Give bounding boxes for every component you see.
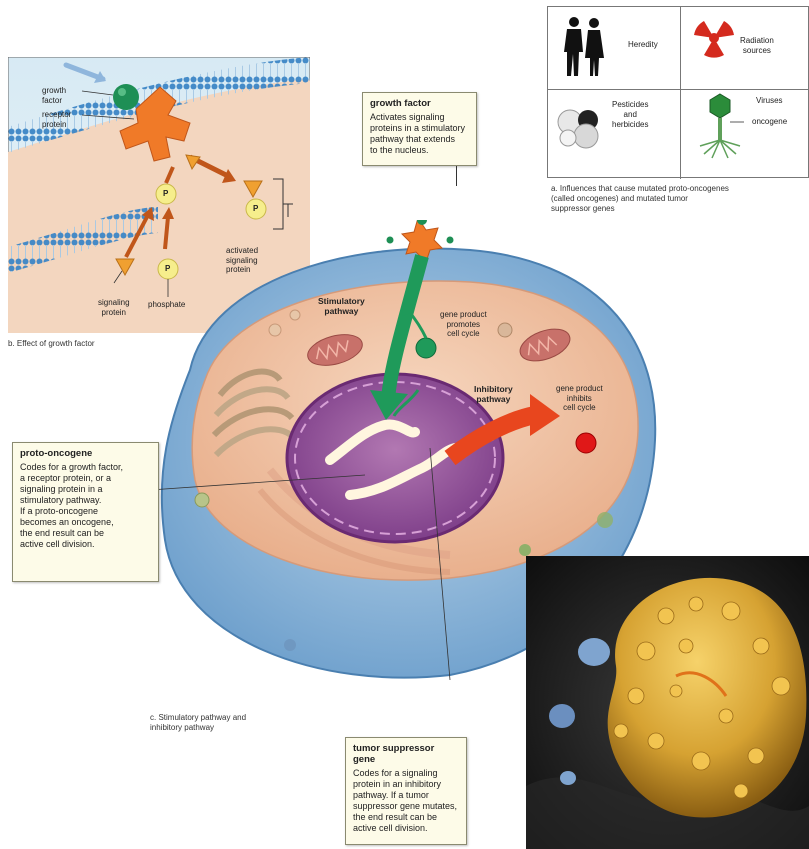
growth-factor-box-title: growth factor [370, 98, 469, 109]
label-signaling-protein: signaling protein [98, 298, 130, 317]
caption-panel-c: c. Stimulatory pathway and inhibitory pa… [150, 713, 246, 733]
phosphate-symbol-2: P [253, 204, 258, 214]
virus-icon [694, 92, 746, 162]
label-stimulatory-pathway: Stimulatory pathway [318, 296, 365, 316]
pesticide-icon [556, 104, 604, 152]
radiation-icon [692, 16, 736, 60]
proto-oncogene-box: proto-oncogene Codes for a growth factor… [12, 442, 159, 582]
phosphate-symbol-1: P [163, 189, 168, 199]
influence-pesticides-label: Pesticides and herbicides [612, 100, 648, 130]
label-growth-factor-b: growth factor [42, 86, 66, 105]
label-inhibitory-pathway: Inhibitory pathway [474, 384, 513, 404]
growth-factor-leader [456, 166, 457, 186]
growth-factor-box: growth factor Activates signaling protei… [362, 92, 477, 166]
people-icon [556, 14, 612, 78]
label-gene-product-promotes: gene product promotes cell cycle [440, 310, 487, 339]
caption-panel-b: b. Effect of growth factor [8, 339, 95, 349]
influence-radiation-label: Radiation sources [740, 36, 774, 56]
influence-viruses-label: Viruses [756, 96, 783, 106]
cancer-cell-micrograph [526, 556, 809, 849]
growth-factor-box-text: Activates signaling proteins in a stimul… [370, 112, 469, 156]
label-gene-product-inhibits: gene product inhibits cell cycle [556, 384, 603, 413]
influence-heredity-label: Heredity [628, 40, 658, 50]
tumor-suppressor-box-title: tumor suppressor gene [353, 743, 459, 765]
label-receptor-protein: receptor protein [42, 110, 71, 129]
label-oncogene: oncogene [752, 117, 787, 127]
proto-oncogene-box-text: Codes for a growth factor, a receptor pr… [20, 462, 151, 550]
caption-panel-a: a. Influences that cause mutated proto-o… [551, 184, 729, 214]
proto-oncogene-box-title: proto-oncogene [20, 448, 151, 459]
tumor-suppressor-box: tumor suppressor gene Codes for a signal… [345, 737, 467, 845]
tumor-suppressor-box-text: Codes for a signaling protein in an inhi… [353, 768, 459, 834]
